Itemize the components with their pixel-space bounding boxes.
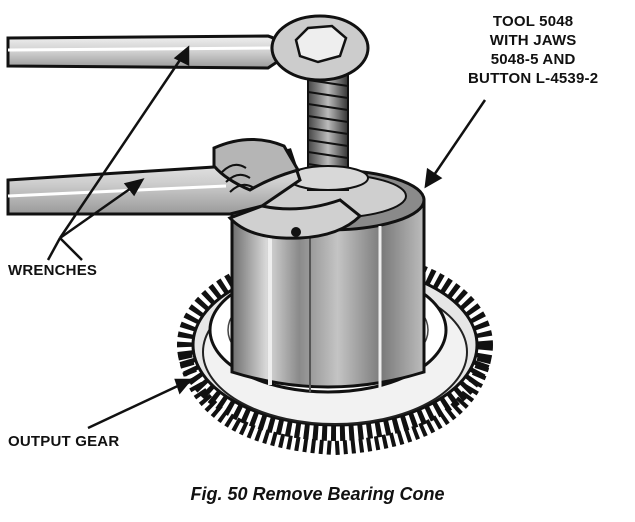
tool-label-line-3: 5048-5 AND xyxy=(490,51,576,68)
figure-caption: Fig. 50 Remove Bearing Cone xyxy=(190,484,445,504)
tool-label: TOOL 5048 WITH JAWS 5048-5 AND BUTTON L-… xyxy=(468,12,598,88)
tool-label-line-4: BUTTON L-4539-2 xyxy=(468,70,599,87)
upper-wrench xyxy=(6,14,370,82)
wrenches-label: WRENCHES xyxy=(8,262,98,279)
tool-label-line-1: TOOL 5048 xyxy=(492,13,574,30)
tool-label-line-2: WITH JAWS xyxy=(489,32,577,49)
lower-wrench xyxy=(6,137,363,240)
forcing-screw xyxy=(287,69,369,191)
leader-lines xyxy=(46,45,487,430)
output-gear-label: OUTPUT GEAR xyxy=(8,433,120,450)
